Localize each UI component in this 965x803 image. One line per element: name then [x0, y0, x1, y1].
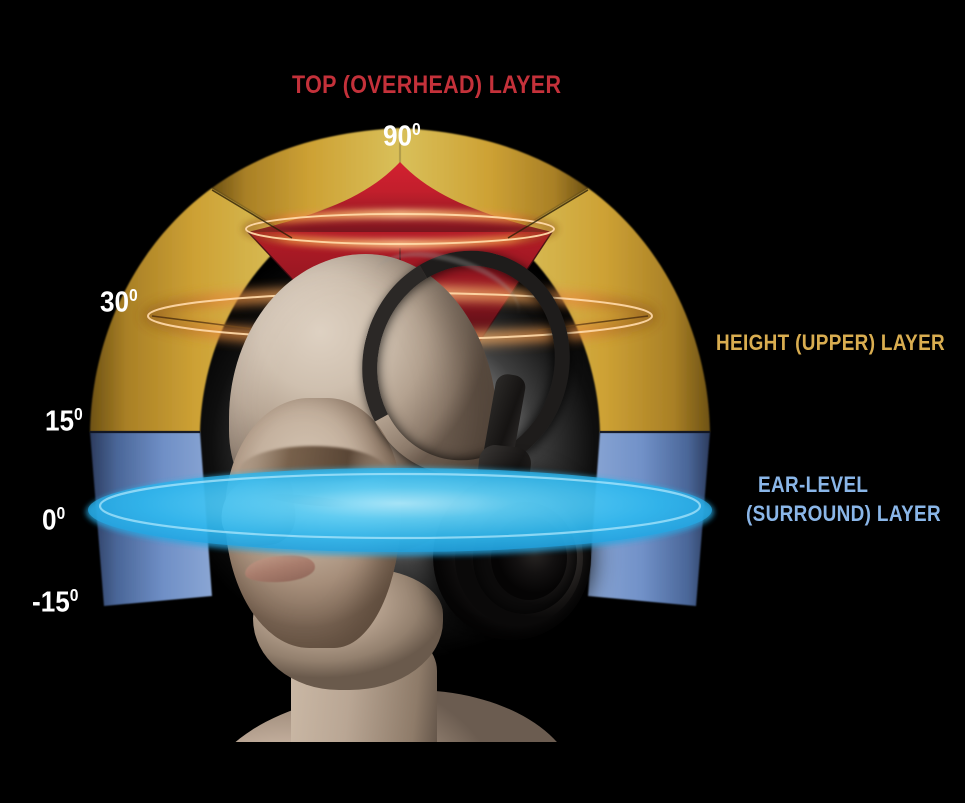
- cyan-disc-rim: [98, 472, 702, 540]
- cyan-disc: [88, 468, 712, 552]
- orange-ring-upper: [241, 209, 559, 249]
- ear-level-layer-label: EAR-LEVEL (SURROUND) LAYER: [746, 470, 941, 528]
- angle-label-minus-15: -150: [32, 585, 79, 619]
- ear-level-label-line2: (SURROUND) LAYER: [745, 501, 942, 526]
- angle-label-0: 00: [42, 503, 66, 537]
- top-layer-label: TOP (OVERHEAD) LAYER: [292, 71, 562, 99]
- ear-level-label-line1: EAR-LEVEL: [758, 472, 869, 497]
- angle-label-30: 300: [100, 285, 138, 319]
- height-band-right-outer: [400, 128, 588, 236]
- top-cone-upper: [248, 162, 552, 248]
- plate-bottom-cut: [0, 742, 965, 803]
- wedge-line-left-upper: [211, 189, 293, 239]
- render-plate: [86, 120, 718, 745]
- angle-label-90: 900: [383, 119, 421, 153]
- height-band-left: [90, 188, 292, 432]
- height-band-right: [508, 188, 710, 432]
- angle-label-15: 150: [45, 404, 83, 438]
- height-layer-label: HEIGHT (UPPER) LAYER: [716, 330, 946, 355]
- height-band-left-outer: [212, 128, 400, 236]
- ear-level-disc-layer: [86, 468, 714, 556]
- wedge-line-right-upper: [507, 189, 589, 239]
- height-layer-band: [90, 128, 710, 432]
- orange-ring-upper-core: [245, 213, 555, 245]
